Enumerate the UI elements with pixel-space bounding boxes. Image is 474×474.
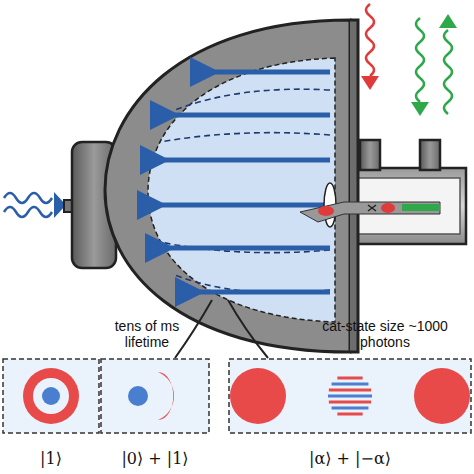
state-panel: |1⟩: [2, 358, 100, 470]
state-label: |1⟩: [2, 449, 100, 468]
state-label: |α⟩ + |−α⟩: [228, 449, 472, 468]
annotation: tens of ms lifetime: [92, 318, 202, 350]
state-label: |0⟩ + |1⟩: [100, 449, 210, 468]
annotation: cat-state size ~1000 photons: [300, 318, 470, 350]
state-panel: |0⟩ + |1⟩: [100, 358, 210, 470]
state-panel: |α⟩ + |−α⟩: [228, 358, 472, 470]
